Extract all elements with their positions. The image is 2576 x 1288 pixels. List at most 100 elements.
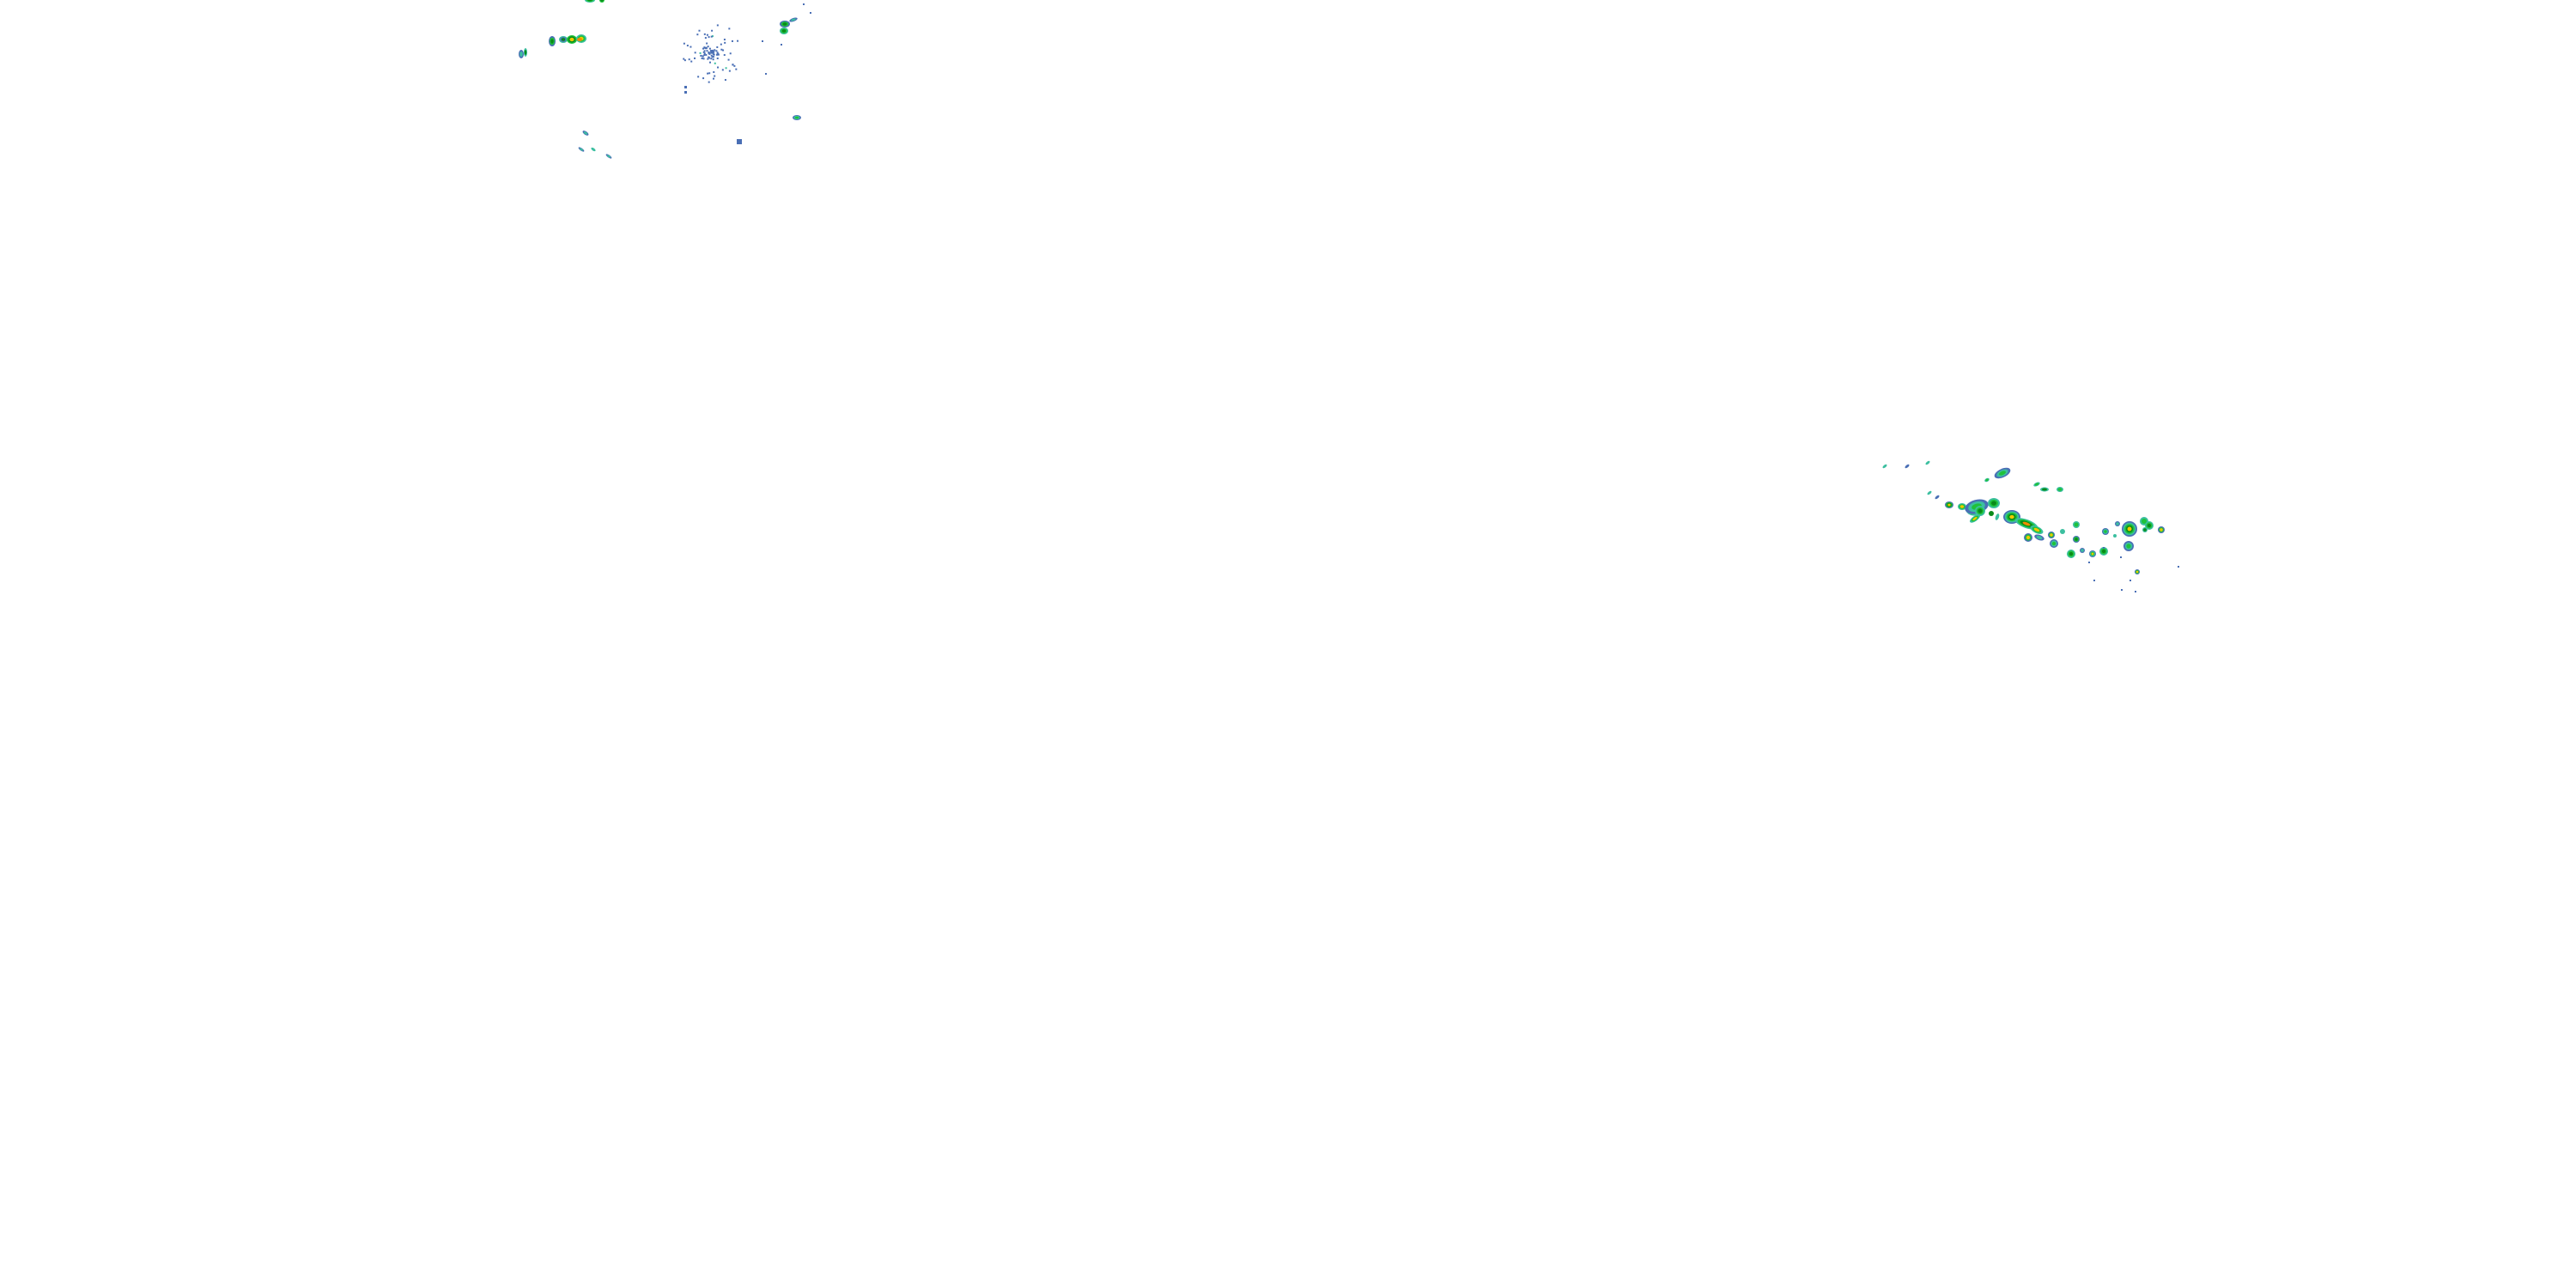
radar-echo-speck [712,77,714,80]
radar-echo [781,29,787,33]
radar-echo [791,18,796,21]
radar-echo [2057,488,2063,491]
radar-echo-speck [2178,566,2179,568]
radar-echo [1999,471,2006,476]
radar-echo-speck [728,27,731,30]
radar-echo-speck [711,29,714,32]
radar-echo-speck [722,49,725,52]
radar-echo-speck [703,54,706,57]
radar-echo-speck [708,81,710,83]
radar-echo-speck [712,56,714,58]
radar-echo-speck [684,91,687,94]
radar-echo-speck [724,41,726,44]
radar-echo [2033,527,2040,532]
radar-echo [2127,526,2132,532]
radar-echo-speck [2088,562,2090,563]
radar-echo-speck [703,33,706,35]
radar-echo [600,0,604,2]
radar-echo-speck [713,51,715,53]
radar-echo-speck [706,42,708,45]
radar-echo-speck [710,50,713,52]
radar-echo-speck [709,61,712,64]
radar-echo-speck [803,3,805,5]
radar-echo-speck [712,58,714,61]
radar-echo-speck [707,58,709,60]
radar-echo-speck [2120,556,2122,558]
radar-echo-speck [715,50,718,52]
radar-echo [1927,490,1932,495]
radar-echo-speck [711,56,714,58]
radar-echo [1995,513,2000,520]
precipitation-cluster-east [1882,460,2179,592]
radar-echo [2034,483,2039,486]
radar-echo-speck [713,70,715,73]
radar-echo-speck [2121,589,2123,591]
radar-echo [583,131,588,135]
radar-echo-speck [710,52,713,54]
radar-echo-speck [683,59,686,62]
radar-echo-speck [729,52,732,55]
radar-echo-speck [710,58,713,60]
radar-echo-speck [700,54,702,57]
radar-echo-speck [690,60,693,63]
radar-echo-speck [707,72,709,75]
radar-echo-speck [2135,591,2136,592]
radar-echo [2160,528,2163,532]
radar-echo [1935,495,1940,500]
radar-echo-speck [699,52,702,54]
radar-echo [2051,541,2057,546]
radar-echo [519,52,523,57]
radar-echo-speck [707,46,709,48]
radar-echo [1989,511,1994,516]
radar-echo-speck [701,57,703,59]
radar-echo-speck [702,51,705,53]
radar-echo-speck [723,54,726,57]
radar-echo-speck [733,64,736,67]
radar-echo-speck [704,37,707,39]
radar-echo-speck [705,47,708,50]
radar-echo-speck [712,49,714,52]
radar-echo [606,155,611,158]
radar-echo-speck [720,48,723,51]
radar-echo-speck [737,39,739,42]
radar-echo-speck [810,12,811,14]
radar-echo [577,38,582,41]
radar-echo-speck [2103,547,2105,549]
radar-echo-speck [686,45,689,47]
radar-echo [2101,549,2106,554]
radar-echo-speck [2093,580,2095,581]
radar-echo-speck [710,54,713,57]
radar-echo-speck [712,52,714,55]
radar-echo-speck [765,73,767,75]
radar-echo [2009,514,2014,519]
radar-echo-speck [708,47,711,50]
radar-echo-speck [717,52,720,55]
radar-echo-speck [705,53,708,56]
radar-echo-speck [698,29,701,32]
radar-echo-speck [702,55,704,58]
radar-echo-speck [723,39,726,41]
radar-echo-speck [737,139,742,144]
radar-echo-speck [762,40,763,42]
radar-echo [2143,528,2147,532]
radar-echo [591,147,596,152]
radar-echo-speck [716,58,719,60]
radar-echo [561,38,566,41]
radar-echo [2075,538,2078,541]
radar-echo-speck [714,49,716,52]
radar-echo-speck [2129,580,2131,581]
radar-echo [2060,529,2065,534]
radar-echo-speck [710,35,713,38]
radar-echo [2050,533,2053,537]
radar-echo-speck [727,58,730,61]
radar-echo-speck [716,52,719,54]
radar-echo [2116,522,2119,526]
radar-echo [2069,551,2074,556]
radar-echo-speck [708,57,711,59]
radar-echo-speck [702,58,705,60]
radar-echo-speck [708,36,710,39]
radar-echo-speck [720,43,722,46]
radar-echo-speck [714,62,716,64]
radar-echo [1947,503,1951,507]
